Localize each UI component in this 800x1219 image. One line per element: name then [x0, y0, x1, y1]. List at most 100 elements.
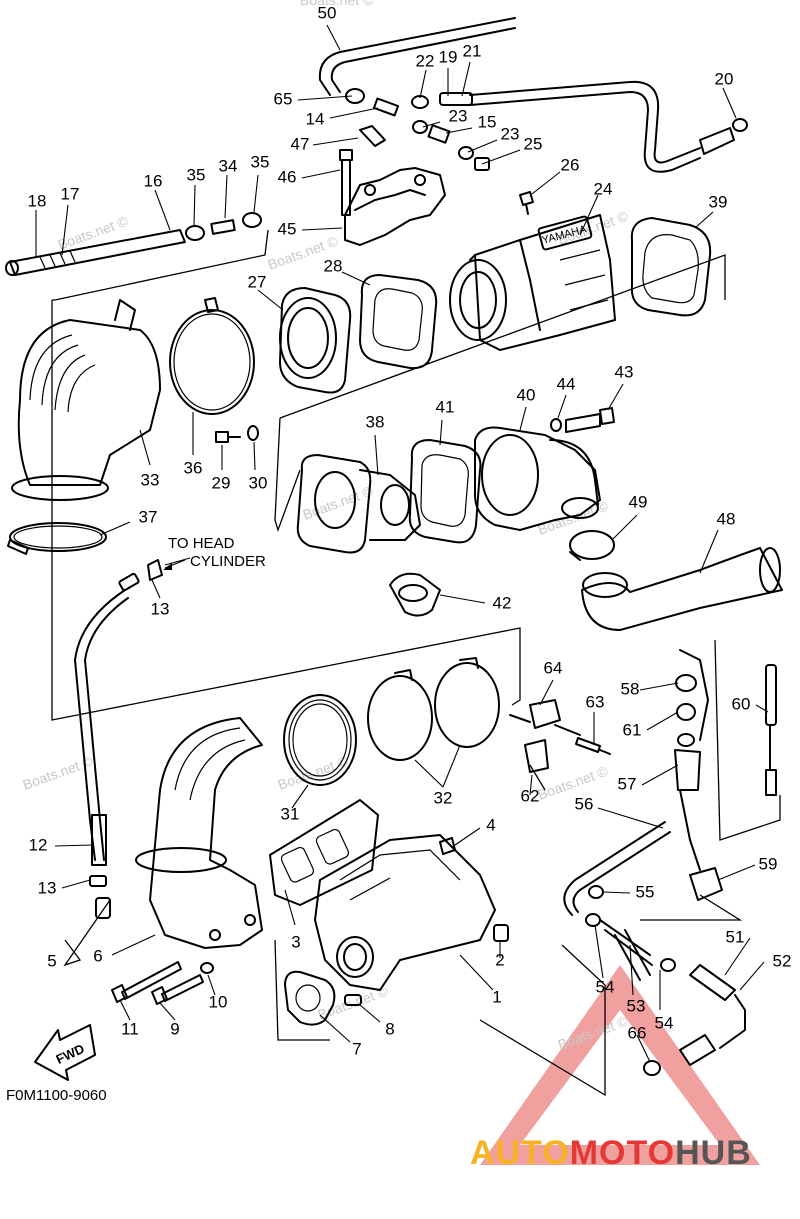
callout-label: 56 — [575, 794, 594, 813]
clamp-32a — [367, 669, 433, 761]
callout-label: 22 — [416, 51, 435, 70]
clamp-55 — [588, 885, 604, 899]
callout-label: 25 — [524, 134, 543, 153]
callout-label: 35 — [187, 165, 206, 184]
pipe-16-group — [5, 212, 262, 276]
ring-31 — [283, 694, 357, 786]
callout-label: 26 — [561, 155, 580, 174]
callout-label: 13 — [151, 599, 170, 618]
sleeve-5 — [95, 897, 111, 919]
hose-58-61 — [675, 649, 709, 747]
hose-51-52 — [679, 964, 746, 1066]
figure-code: F0M1100-9060 — [6, 1087, 107, 1104]
callout-labels: 50 22 19 21 65 14 23 15 20 47 23 25 46 2… — [28, 3, 792, 1058]
callout-label: 62 — [521, 786, 540, 805]
callout-label: 19 — [439, 47, 458, 66]
bolt-43 — [565, 407, 615, 433]
bolt-9 — [151, 974, 204, 1005]
callout-label: 41 — [436, 397, 455, 416]
callout-label: 53 — [627, 996, 646, 1015]
watermarks: Boats.net © Boats.net © Boats.net © Boat… — [21, 0, 631, 1053]
callout-label: 10 — [209, 992, 228, 1011]
hose-upper-right — [469, 80, 748, 173]
callout-label: 54 — [655, 1013, 674, 1032]
bolt-26 — [519, 191, 534, 215]
callout-label: 59 — [759, 854, 778, 873]
callout-label: 65 — [274, 89, 293, 108]
annotation-line2: CYLINDER — [190, 553, 266, 570]
leader-lines — [35, 24, 769, 1063]
tube-12 — [74, 589, 129, 866]
callout-label: 34 — [219, 156, 238, 175]
bolt-4 — [439, 837, 456, 855]
callout-label: 57 — [618, 774, 637, 793]
clamp-36 — [169, 297, 255, 415]
callout-label: 51 — [726, 927, 745, 946]
automotohub-logo: AUTOMOTOHUB — [470, 1134, 752, 1173]
annotation-line1: TO HEAD — [168, 535, 235, 552]
callout-label: 7 — [352, 1039, 361, 1058]
callout-label: 49 — [629, 492, 648, 511]
part-60 — [765, 664, 777, 796]
group-lines — [51, 229, 781, 1097]
callout-label: 35 — [251, 152, 270, 171]
callout-label: 5 — [47, 951, 56, 970]
callout-label: 40 — [517, 385, 536, 404]
bolt-29 — [215, 431, 241, 443]
callout-label: 43 — [615, 362, 634, 381]
callout-label: 27 — [248, 272, 267, 291]
gasket-28 — [359, 274, 438, 370]
clamp-66 — [643, 1060, 661, 1076]
flange-27 — [279, 287, 352, 394]
callout-label: 13 — [38, 878, 57, 897]
elbow-6 — [135, 717, 263, 949]
washer-30 — [247, 425, 259, 441]
callout-label: 18 — [28, 191, 47, 210]
callout-label: 8 — [385, 1019, 394, 1038]
callout-label: 23 — [449, 106, 468, 125]
callout-label: 28 — [324, 256, 343, 275]
logo-part-hub: HUB — [675, 1134, 752, 1172]
callout-label: 44 — [557, 374, 576, 393]
to-head-annotation: TO HEAD CYLINDER — [163, 535, 266, 570]
clamp-49 — [569, 530, 615, 561]
logo-part-moto: MOTO — [569, 1134, 676, 1172]
hose-50 — [318, 17, 516, 96]
callout-label: 61 — [623, 720, 642, 739]
callout-label: 50 — [318, 3, 337, 22]
callout-label: 39 — [709, 192, 728, 211]
housing-40 — [474, 426, 601, 531]
fitting-57 — [674, 749, 701, 871]
callout-label: 47 — [291, 134, 310, 153]
washer-44 — [550, 418, 562, 432]
callout-label: 24 — [594, 179, 613, 198]
callout-label: 46 — [278, 167, 297, 186]
callout-label: 52 — [773, 951, 792, 970]
fwd-arrow: FWD — [34, 1024, 96, 1081]
watermark-text: Boats.net © — [301, 482, 376, 522]
watermark-text: Boats.net © — [300, 0, 374, 8]
callout-label: 3 — [291, 932, 300, 951]
callout-label: 14 — [306, 109, 325, 128]
hose-48 — [581, 547, 783, 631]
callout-label: 21 — [463, 41, 482, 60]
callout-label: 2 — [495, 950, 504, 969]
part-8 — [344, 994, 362, 1006]
bracket-45 — [339, 125, 446, 246]
callout-label: 30 — [249, 473, 268, 492]
callout-label: 33 — [141, 470, 160, 489]
hoses-53-54 — [585, 913, 676, 981]
callout-label: 66 — [628, 1023, 647, 1042]
callout-label: 29 — [212, 473, 231, 492]
clamp-37 — [7, 522, 107, 555]
fwd-label: FWD — [54, 1041, 87, 1067]
callout-label: 9 — [170, 1019, 179, 1038]
part-2 — [493, 924, 509, 942]
callout-label: 60 — [732, 694, 751, 713]
callout-label: 36 — [184, 458, 203, 477]
bolt-11 — [111, 961, 182, 1003]
callout-label: 58 — [621, 679, 640, 698]
callout-label: 31 — [281, 804, 300, 823]
callout-label: 42 — [493, 593, 512, 612]
